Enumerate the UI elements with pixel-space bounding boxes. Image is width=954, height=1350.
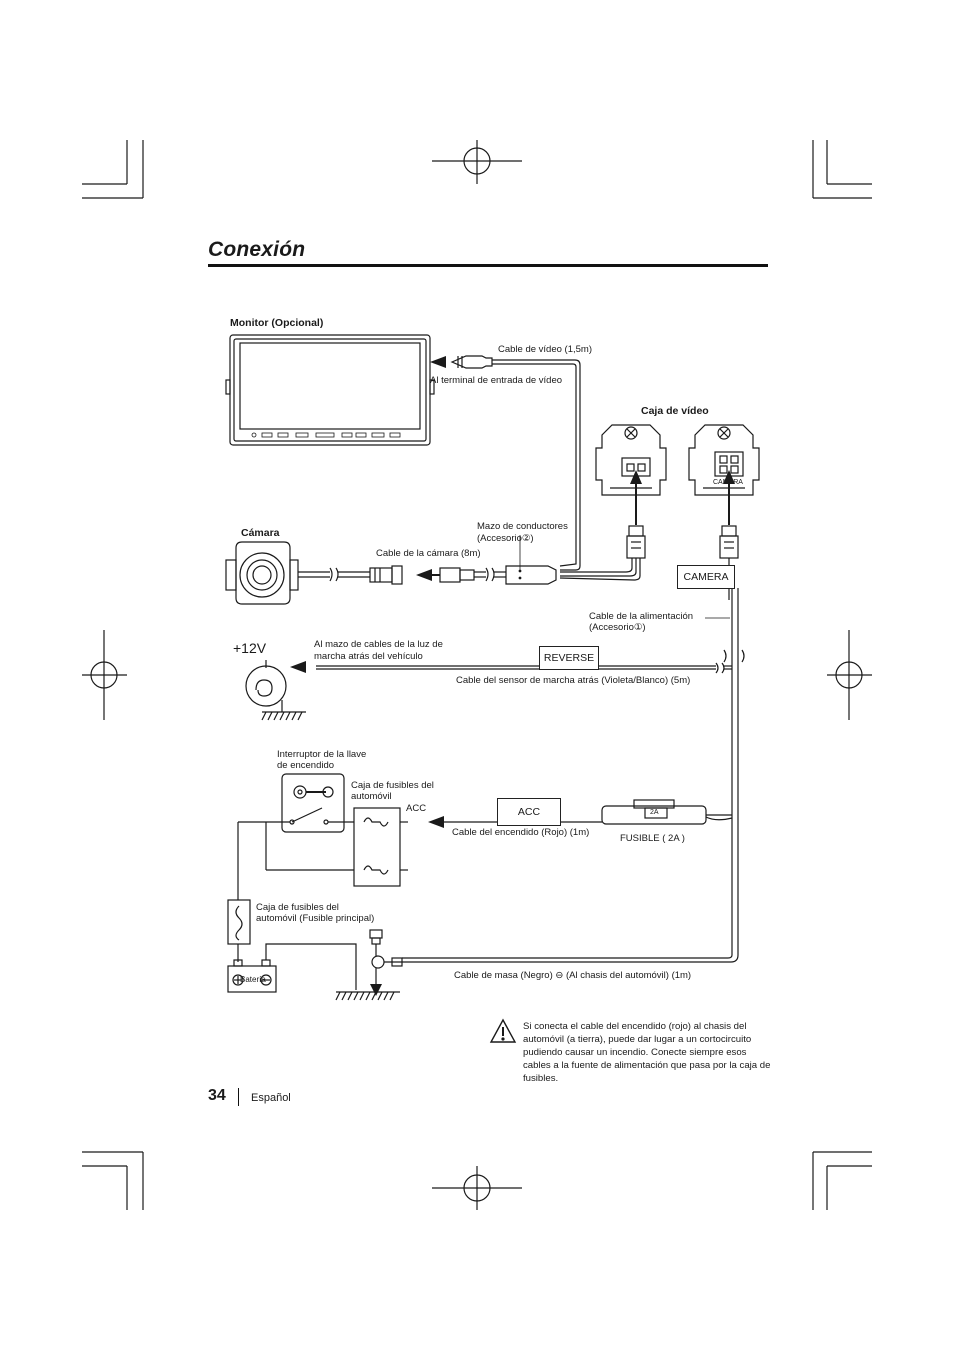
video-box-left [595,424,667,496]
camera-cable [298,565,557,585]
main-fuse [227,899,251,962]
page-number-divider [238,1088,239,1106]
arrow-icon [430,356,446,368]
reverse-lamp-icon [245,660,306,721]
video-box-label: Caja de vídeo [641,405,709,417]
main-fuse-label-2: automóvil (Fusible principal) [256,913,375,924]
reverse-wire [316,662,732,674]
page-language: Español [251,1092,291,1104]
car-fuse-label-1: Caja de fusibles del [351,780,434,791]
video-input-label: Al terminal de entrada de vídeo [430,375,563,386]
video-box-right [688,424,760,496]
camera-port-label: CAMERA [713,479,743,486]
camera-label: Cámara [241,527,280,539]
main-fuse-label-1: Caja de fusibles del [256,902,339,913]
acc-small-label: ACC [406,803,427,814]
title-rule [208,264,768,267]
reverse-box: REVERSE [539,646,599,670]
reverse-source-label-2: marcha atrás del vehículo [314,651,423,662]
plus12v-label: +12V [233,640,267,656]
monitor-label: Monitor (Opcional) [230,317,324,329]
connector-left [559,525,646,581]
registration-mark-icon [82,140,872,1210]
harness-label-2: (Accesorio②) [477,533,534,544]
ignition-label-1: Interruptor de la llave [277,749,367,760]
acc-box: ACC [497,798,561,826]
page-title: Conexión [208,238,306,261]
video-cable [450,355,581,571]
fuse-icon [353,807,408,887]
ground-cable-label: Cable de masa (Negro) ⊖ (Al chasis del a… [454,970,692,981]
video-cable-label: Cable de vídeo (1,5m) [498,344,592,355]
fuse-label: FUSIBLE ( 2A ) [620,833,685,844]
power-cable-label-1: Cable de la alimentación [589,611,694,622]
battery-label: Batería [240,975,266,984]
ignition-label-2: de encendido [277,760,335,771]
fuse-value: 2A [650,809,659,816]
ground-icon [335,929,403,1001]
reverse-source-label-1: Al mazo de cables de la luz de [314,639,443,650]
ignition-wiring [237,821,354,900]
camera-cable-label: Cable de la cámara (8m) [376,548,481,559]
inline-fuse [601,799,733,825]
harness-label-1: Mazo de conductores [477,521,568,532]
page-number: 34 [208,1087,226,1104]
key-icon [281,773,345,833]
car-fuse-label-2: automóvil [351,791,392,802]
camera-box: CAMERA [677,565,735,589]
power-cable-label-2: (Accesorio①) [589,622,646,633]
warning-triangle-icon [489,1018,517,1043]
power-trunk [402,566,745,963]
connector-right [719,525,739,566]
monitor-illustration [225,334,435,446]
camera-illustration [225,541,299,605]
ignition-cable-label: Cable del encendido (Rojo) (1m) [452,827,590,838]
warning-text: Si conecta el cable del encendido (rojo)… [523,1021,771,1084]
reverse-cable-label: Cable del sensor de marcha atrás (Violet… [456,675,691,686]
battery-icon [227,943,357,993]
